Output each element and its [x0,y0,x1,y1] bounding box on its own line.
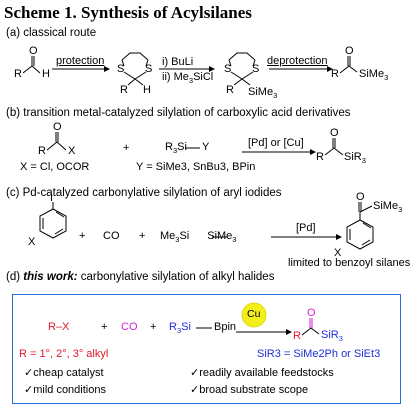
c-sime3: SiMe3 [373,200,403,215]
b-x1: X [68,145,76,157]
scheme-title: Scheme 1. Synthesis of Acylsilanes [4,3,252,22]
c-o: O [356,191,365,203]
section-a-label: (a) classical route [6,27,97,39]
a-s1: S [117,63,125,75]
a-s2: S [145,63,153,75]
d-r-def: R = 1°, 2°, 3° alkyl [19,348,109,360]
d-r: R [293,330,301,342]
b-sir3: SiR3 [344,151,366,166]
d-r3si: R3Si [169,321,191,336]
a-arrow1-label: protection [56,55,105,67]
d-plus1: + [101,321,108,333]
c-catalyst: [Pd] [296,222,316,234]
a-r4: R [331,68,339,80]
c-note: limited to benzoyl silanes [288,257,411,269]
cu-catalyst-icon [241,302,267,328]
d-bullet-1: ✓cheap catalyst [24,367,104,379]
a-r1: R [14,68,22,80]
section-b-label: (b) transition metal-catalyzed silylatio… [6,107,351,119]
c-co: CO [103,230,120,242]
c-plus1: + [79,230,86,242]
this-work-box [12,294,401,404]
a-o1: O [29,45,38,57]
b-y-def: Y = SiMe3, SnBu3, BPin [136,161,256,173]
d-co: CO [121,321,138,333]
d-catalyst: Cu [247,308,261,320]
b-x-def: X = Cl, OCOR [20,161,90,173]
a-sime3b: SiMe3 [359,68,389,83]
c-plus2: + [139,230,146,242]
a-h2: H [143,84,151,96]
a-s4: S [252,63,260,75]
b-o1: O [53,121,62,133]
b-r2: R [316,151,324,163]
b-o2: O [330,127,339,139]
this-work-label: this work: [23,271,78,283]
a-r2: R [120,84,128,96]
a-sime3: SiMe3 [248,86,278,101]
d-plus2: + [150,321,157,333]
section-c-label: (c) Pd-catalyzed carbonylative silylatio… [6,187,282,199]
d-rx: R–X [48,321,70,333]
d-bullet-2: ✓readily available feedstocks [190,367,334,379]
d-sir3-def: SiR3 = SiMe2Ph or SiEt3 [257,348,381,360]
b-r1: R [38,145,46,157]
a-h1: H [42,68,50,80]
section-d-label: (d) this work: carbonylative silylation … [6,271,275,283]
c-iodine: I [50,192,54,204]
d-o: O [307,307,316,319]
c-x: X [28,236,36,248]
a-o2: O [345,45,354,57]
c-x2: X [334,247,342,259]
b-y: Y [202,141,210,153]
b-plus: + [123,142,130,154]
b-r3si: R3Si [165,141,187,156]
d-bullet-3: ✓mild conditions [24,384,106,396]
a-reagent2: ii) Me3SiCl [162,71,214,86]
d-bullet-4: ✓broad substrate scope [190,384,309,396]
a-s3: S [224,63,232,75]
a-r3: R [226,84,234,96]
b-catalyst: [Pd] or [Cu] [248,137,304,149]
d-bpin: Bpin [214,321,237,333]
a-arrow2-label: deprotection [267,55,328,67]
d-sir3: SiR3 [321,329,343,344]
a-reagent1: i) BuLi [162,56,194,68]
